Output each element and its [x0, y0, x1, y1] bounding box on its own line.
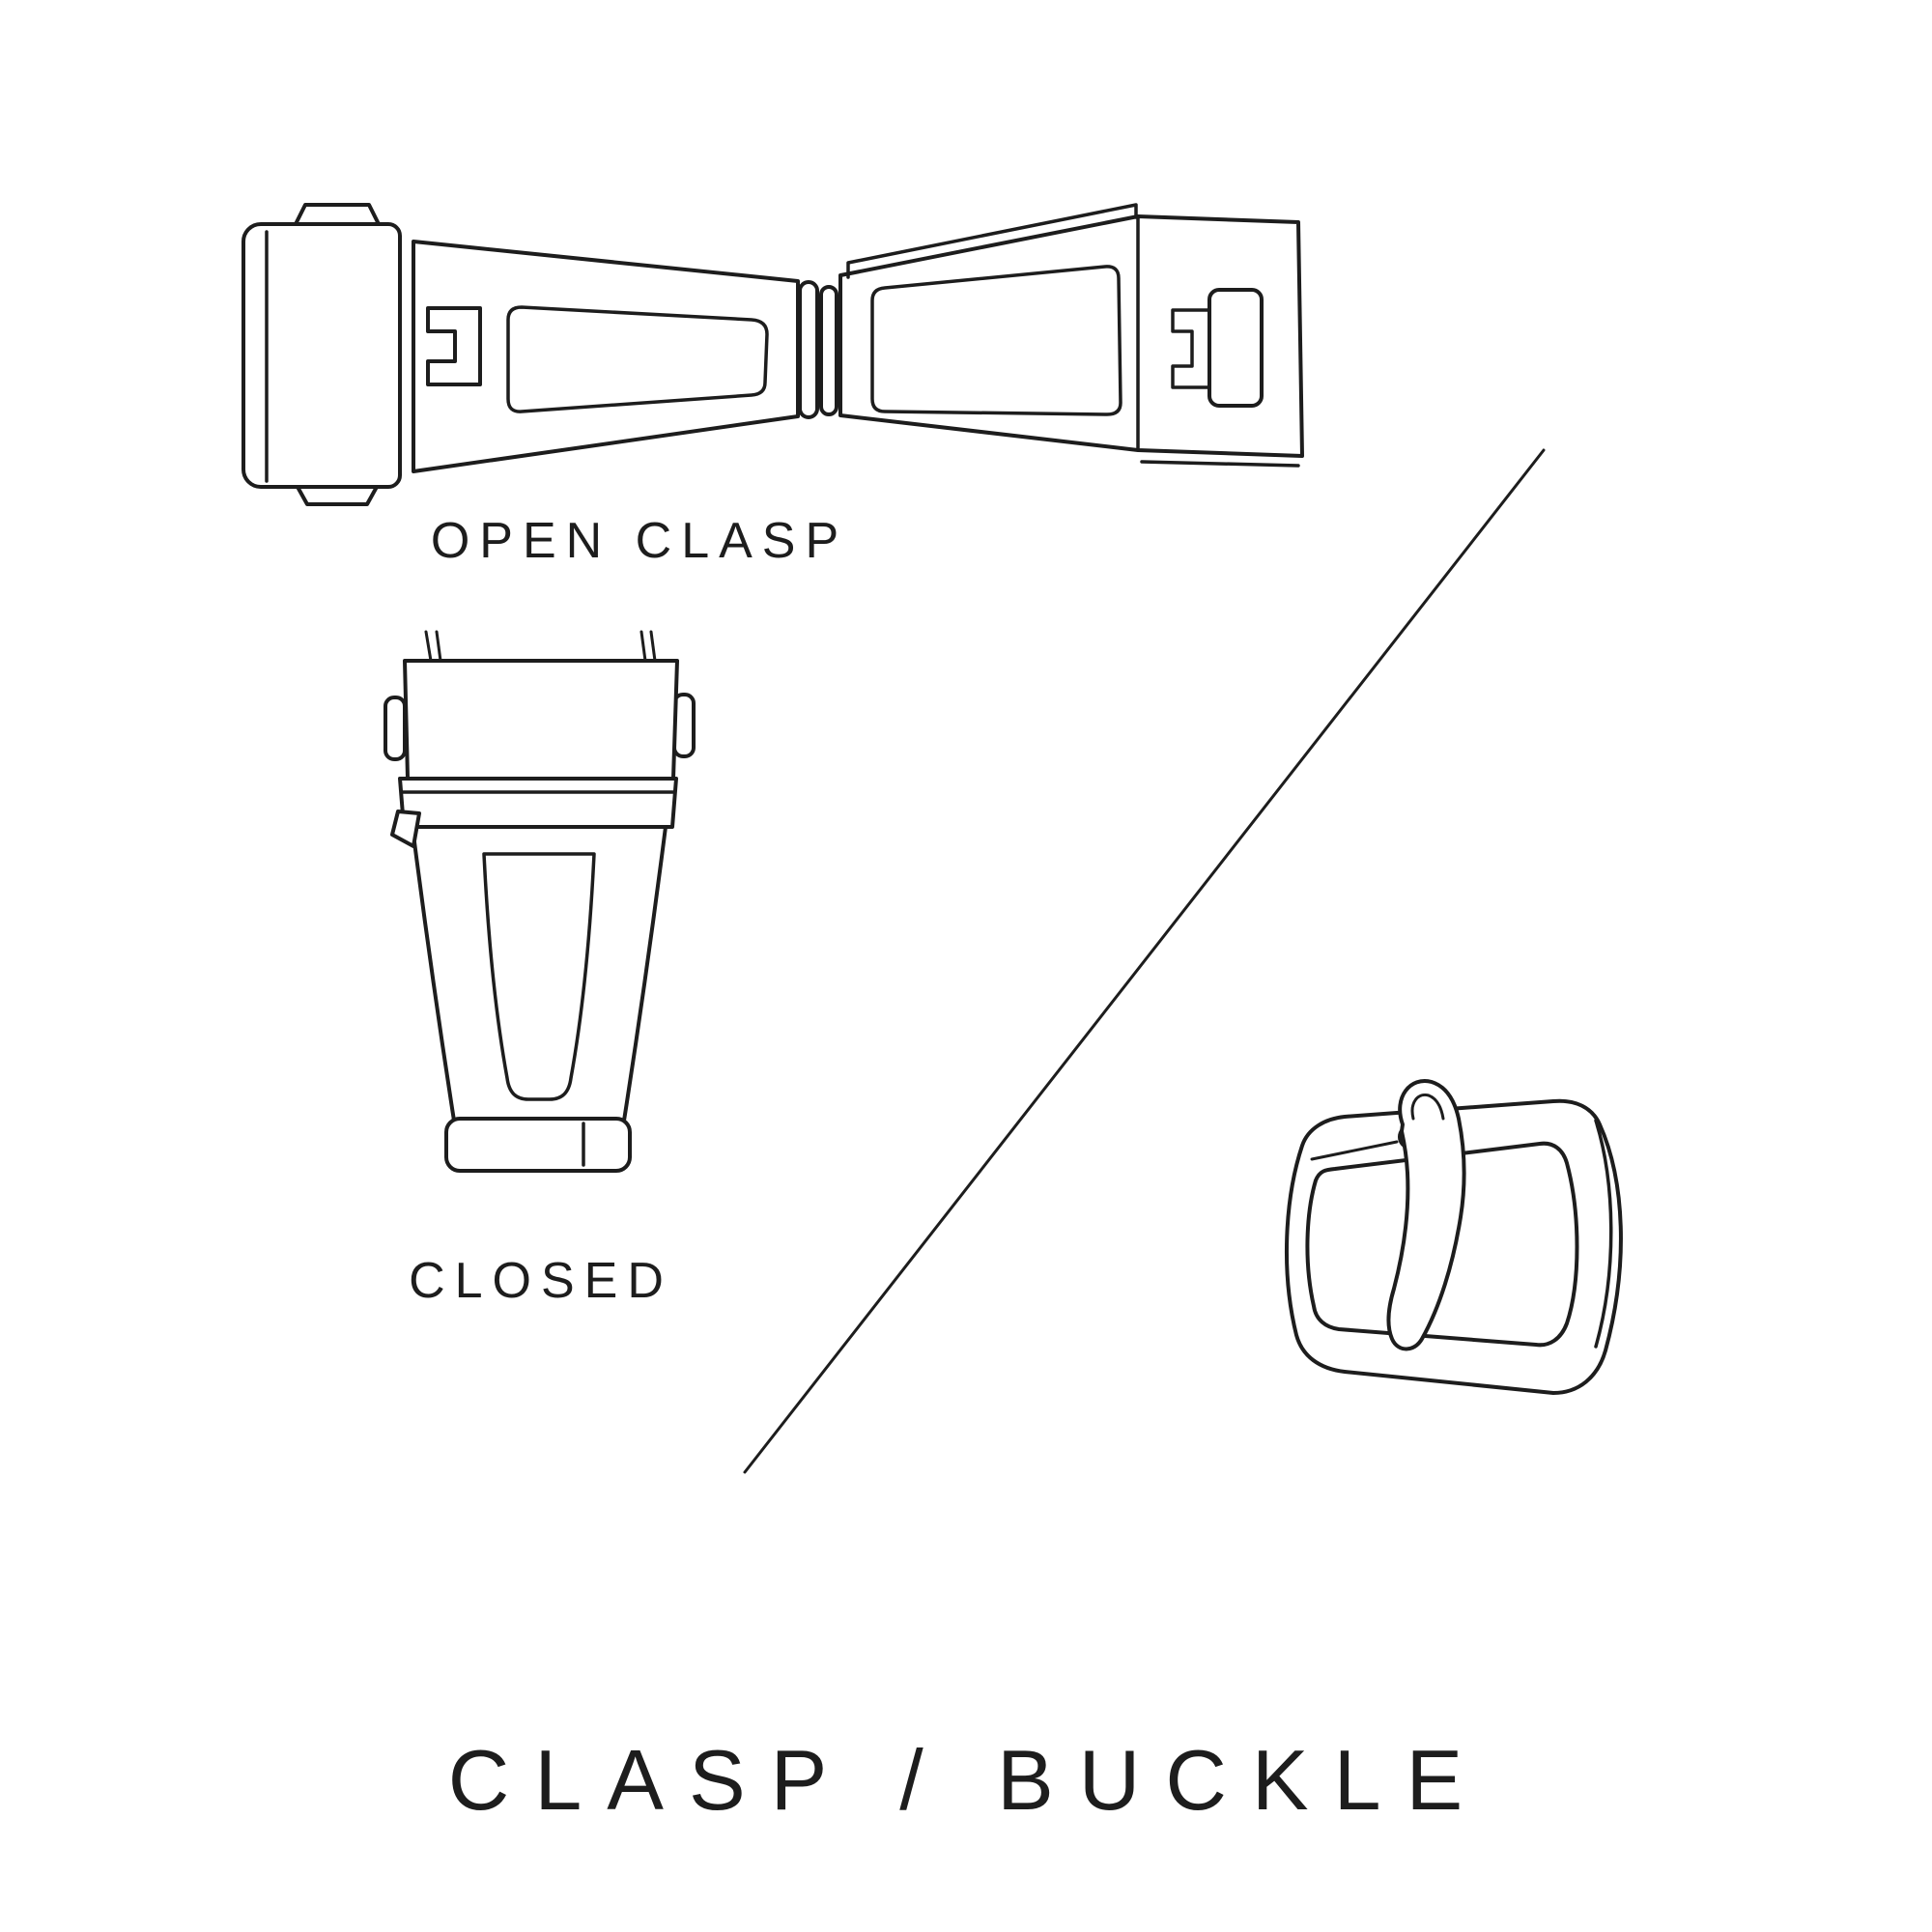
diagram-title: CLASP / BUCKLE [447, 1732, 1489, 1828]
open-clasp-label: OPEN CLASP [430, 513, 849, 569]
diagonal-divider-line [743, 448, 1546, 1474]
open-clasp-drawing [242, 203, 1304, 506]
buckle-drawing [1285, 1079, 1623, 1395]
closed-clasp-label: CLOSED [409, 1253, 673, 1309]
closed-clasp-drawing [384, 630, 696, 1173]
